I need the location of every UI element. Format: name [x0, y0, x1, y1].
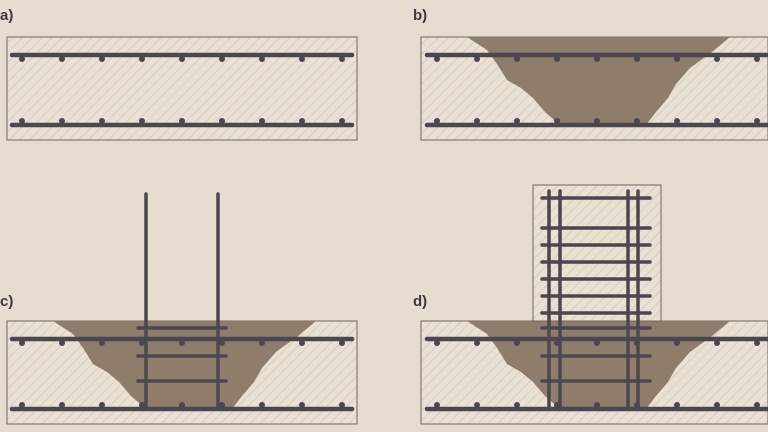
rebar-dot: [99, 118, 105, 124]
rebar-dot: [339, 56, 345, 62]
rebar-dot: [99, 402, 105, 408]
rebar-dot: [179, 118, 185, 124]
rebar-dot: [19, 402, 25, 408]
rebar-dot: [299, 340, 305, 346]
rebar-dot: [259, 340, 265, 346]
rebar-dot: [434, 118, 440, 124]
rebar-dot: [474, 340, 480, 346]
rebar-dot: [674, 56, 680, 62]
rebar-dot: [299, 56, 305, 62]
rebar-dot: [19, 340, 25, 346]
rebar-dot: [339, 118, 345, 124]
starter-bars-c: [136, 192, 228, 409]
rebar-dot: [674, 340, 680, 346]
column-cage-d: [540, 189, 652, 409]
rebar-dot: [179, 56, 185, 62]
rebar-bottom-c: [9, 402, 355, 412]
rebar-dot: [634, 56, 640, 62]
rebar-dot: [339, 340, 345, 346]
rebar-dot: [634, 118, 640, 124]
rebar-dot: [139, 402, 145, 408]
repair-cavity-d: [467, 321, 730, 409]
rebar-dot: [219, 56, 225, 62]
rebar-dot: [434, 402, 440, 408]
rebar-bottom-a: [9, 118, 355, 128]
rebar-dot: [594, 340, 600, 346]
panel-d: [420, 184, 768, 425]
rebar-dot: [299, 118, 305, 124]
rebar-dot: [59, 118, 65, 124]
rebar-dot: [714, 118, 720, 124]
column-d: [532, 184, 662, 322]
rebar-dot: [179, 402, 185, 408]
rebar-dot: [59, 56, 65, 62]
rebar-dot: [259, 402, 265, 408]
panel-b-label: b): [413, 7, 428, 24]
rebar-dot: [554, 56, 560, 62]
rebar-dot: [259, 56, 265, 62]
repair-cavity-b: [467, 37, 730, 125]
rebar-dot: [754, 56, 760, 62]
rebar-top-d: [424, 336, 768, 346]
panel-c-label: c): [0, 293, 14, 310]
rebar-bottom-b: [424, 118, 768, 128]
panel-b: [420, 36, 768, 141]
rebar-dot: [474, 56, 480, 62]
rebar-dot: [514, 340, 520, 346]
rebar-dot: [594, 56, 600, 62]
rebar-dot: [714, 402, 720, 408]
rebar-dot: [474, 402, 480, 408]
rebar-dot: [514, 56, 520, 62]
rebar-dot: [674, 402, 680, 408]
rebar-dot: [474, 118, 480, 124]
rebar-top-a: [9, 52, 355, 62]
rebar-dot: [19, 56, 25, 62]
panel-a: [6, 36, 358, 141]
rebar-dot: [179, 340, 185, 346]
rebar-dot: [99, 56, 105, 62]
panel-c: [6, 192, 358, 425]
rebar-dot: [714, 56, 720, 62]
rebar-dot: [299, 402, 305, 408]
rebar-bottom-d: [424, 402, 768, 412]
panel-d-label: d): [413, 293, 428, 310]
rebar-dot: [259, 118, 265, 124]
rebar-dot: [59, 402, 65, 408]
rebar-dot: [139, 56, 145, 62]
rebar-dot: [219, 340, 225, 346]
rebar-dot: [554, 118, 560, 124]
rebar-dot: [594, 402, 600, 408]
rebar-dot: [434, 56, 440, 62]
rebar-dot: [754, 402, 760, 408]
rebar-dot: [219, 402, 225, 408]
panel-a-label: a): [0, 7, 14, 24]
rebar-dot: [514, 118, 520, 124]
rebar-dot: [714, 340, 720, 346]
rebar-dot: [59, 340, 65, 346]
rebar-dot: [674, 118, 680, 124]
rebar-top-c: [9, 336, 355, 346]
rebar-dot: [514, 402, 520, 408]
rebar-dot: [219, 118, 225, 124]
rebar-dot: [99, 340, 105, 346]
rebar-dot: [594, 118, 600, 124]
repair-cavity-c: [53, 321, 316, 409]
rebar-dot: [139, 340, 145, 346]
rebar-dot: [754, 340, 760, 346]
rebar-dot: [19, 118, 25, 124]
rebar-dot: [139, 118, 145, 124]
rebar-dot: [339, 402, 345, 408]
rebar-dot: [434, 340, 440, 346]
rebar-top-b: [424, 52, 768, 62]
rebar-dot: [754, 118, 760, 124]
